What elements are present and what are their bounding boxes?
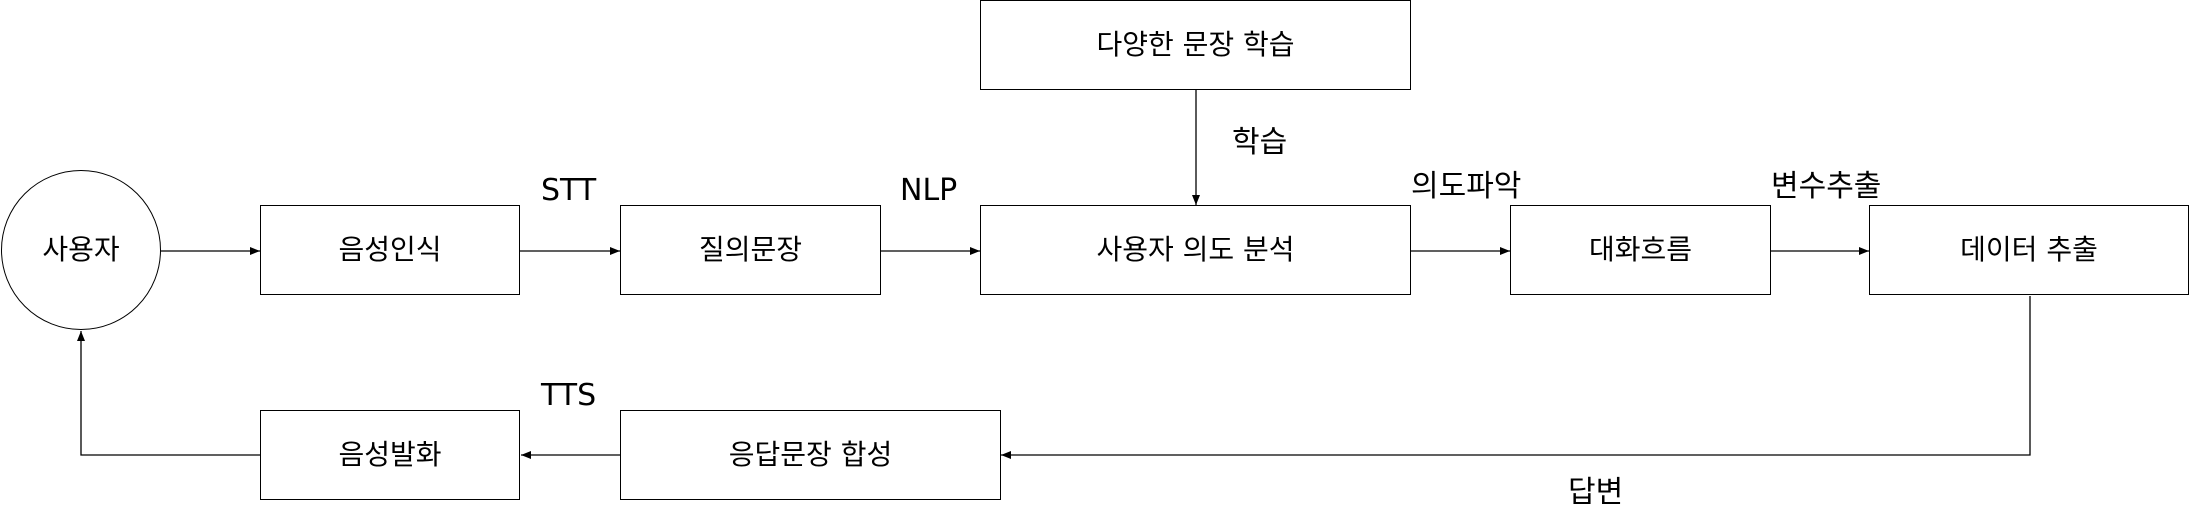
dialog-flow-node: 대화흐름 [1510, 205, 1771, 295]
speech-recognition-node: 음성인식 [260, 205, 520, 295]
query-sentence-label: 질의문장 [698, 233, 803, 266]
arrow-speech-output-to-user [77, 331, 260, 456]
arrow-data-extraction-to-response [1001, 296, 2031, 459]
edge-label-answer: 답변 [1568, 475, 1624, 510]
user-node-label: 사용자 [42, 233, 120, 266]
response-synthesis-label: 응답문장 합성 [728, 438, 893, 471]
edge-label-tts: TTS [541, 378, 597, 413]
diverse-sentence-learning-node: 다양한 문장 학습 [980, 0, 1411, 90]
intent-analysis-node: 사용자 의도 분석 [980, 205, 1411, 295]
query-sentence-node: 질의문장 [620, 205, 881, 295]
edge-label-variable-extraction: 변수추출 [1771, 169, 1882, 204]
data-extraction-node: 데이터 추출 [1869, 205, 2189, 295]
speech-output-node: 음성발화 [260, 410, 520, 500]
edge-label-learning: 학습 [1232, 125, 1288, 160]
dialog-flow-label: 대화흐름 [1588, 233, 1693, 266]
intent-analysis-label: 사용자 의도 분석 [1096, 233, 1295, 266]
user-node: 사용자 [1, 170, 161, 330]
response-synthesis-node: 응답문장 합성 [620, 410, 1001, 500]
data-extraction-label: 데이터 추출 [1960, 233, 2098, 266]
edge-label-intent-detection: 의도파악 [1411, 169, 1522, 204]
edge-label-stt: STT [541, 173, 597, 208]
edge-label-nlp: NLP [900, 173, 958, 208]
speech-recognition-label: 음성인식 [338, 233, 442, 266]
speech-output-label: 음성발화 [338, 438, 442, 471]
diverse-sentence-learning-label: 다양한 문장 학습 [1096, 28, 1295, 61]
